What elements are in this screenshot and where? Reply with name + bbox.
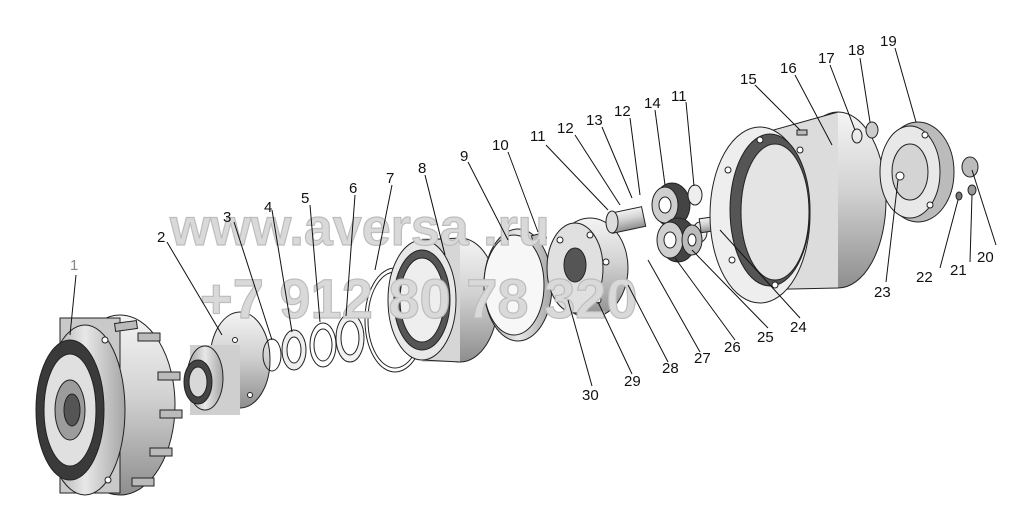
nut-ring-part-6 xyxy=(335,313,365,363)
ring-part-4 xyxy=(281,329,307,371)
planet-carrier-part xyxy=(546,217,629,319)
callout-15: 15 xyxy=(740,71,757,88)
callout-12b: 12 xyxy=(614,103,631,120)
callout-23: 23 xyxy=(874,284,891,301)
plug-part-18 xyxy=(865,121,879,139)
callout-18: 18 xyxy=(848,42,865,59)
watermark-site: www.aversa .ru xyxy=(169,199,550,257)
callout-14: 14 xyxy=(644,95,661,112)
callout-7: 7 xyxy=(386,170,394,187)
wheel-hub-part xyxy=(35,314,183,496)
callout-26: 26 xyxy=(724,339,741,356)
callout-16: 16 xyxy=(780,60,797,77)
callout-21: 21 xyxy=(950,262,967,279)
callout-8: 8 xyxy=(418,160,426,177)
bolt-part-15 xyxy=(796,129,808,136)
pin-part-10 xyxy=(530,231,548,243)
callout-17: 17 xyxy=(818,50,835,67)
callout-29: 29 xyxy=(624,373,641,390)
end-cover-part-19 xyxy=(879,121,955,223)
tab-washer-part-5 xyxy=(309,322,337,368)
callout-4: 4 xyxy=(264,199,272,216)
housing-drum-part-16 xyxy=(709,111,887,304)
callout-28: 28 xyxy=(662,360,679,377)
callout-24: 24 xyxy=(790,319,807,336)
callout-11a: 11 xyxy=(530,128,546,145)
callout-1: 1 xyxy=(70,257,78,274)
callout-2: 2 xyxy=(157,229,165,246)
callout-30: 30 xyxy=(582,387,599,404)
callout-13: 13 xyxy=(586,112,603,129)
callout-12a: 12 xyxy=(557,120,574,137)
callout-6: 6 xyxy=(349,180,357,197)
washer-part-21 xyxy=(967,184,977,196)
drain-plug-part-20 xyxy=(961,156,979,178)
callout-5: 5 xyxy=(301,190,309,207)
callout-22: 22 xyxy=(916,269,933,286)
callout-27: 27 xyxy=(694,350,711,367)
washer-part-22 xyxy=(955,191,963,201)
bearing-part-25 xyxy=(681,224,703,256)
callout-25: 25 xyxy=(757,329,774,346)
planet-gear-part-14 xyxy=(651,182,691,228)
callout-10: 10 xyxy=(492,137,509,154)
sun-gear-shaft-part xyxy=(605,206,647,234)
ring-gear-part-8 xyxy=(387,237,499,363)
watermark-phone: +7 912 80 78 320 xyxy=(200,267,638,330)
callout-3: 3 xyxy=(223,209,231,226)
callout-9: 9 xyxy=(460,148,468,165)
o-ring-part-17 xyxy=(851,128,863,144)
callout-labels: 1 2 3 4 5 6 7 8 9 10 11 12 13 12 14 11 1… xyxy=(70,33,994,404)
leader-lines xyxy=(69,47,997,387)
callout-20: 20 xyxy=(977,249,994,266)
callout-11b: 11 xyxy=(671,88,687,105)
flange-part xyxy=(183,311,271,415)
cover-disc-part-9 xyxy=(483,228,553,342)
callout-19: 19 xyxy=(880,33,897,50)
